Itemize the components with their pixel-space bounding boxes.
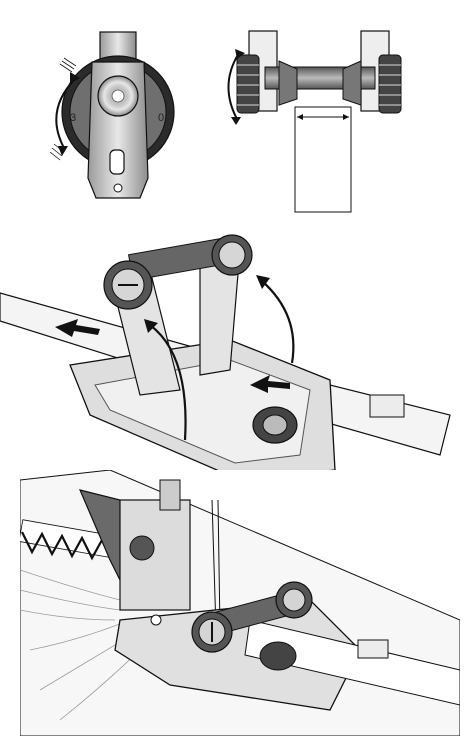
sewing-scene-panel: [20, 470, 460, 736]
foot-tape-feed-illustration: [0, 234, 451, 470]
rotate-arrowhead-up-icon: [70, 72, 80, 84]
dimension-arrow-right-icon: [343, 114, 349, 120]
dial-left-label: 3: [70, 112, 76, 124]
foot-tape-feed-panel: [0, 215, 467, 470]
feed-arrow-left-icon: [250, 375, 290, 393]
dial-right-label: 0: [158, 112, 164, 124]
dial-closeup-panel: 3 0: [40, 20, 180, 210]
tape-strip: [244, 619, 460, 706]
width-adjust-panel: [225, 25, 405, 215]
lift-arrowhead-icon: [144, 319, 158, 333]
rotate-arrowhead-up-icon: [235, 49, 245, 59]
width-adjust-illustration: [227, 30, 402, 213]
rotate-arrowhead-down-icon: [231, 117, 241, 125]
feed-arrow-left-icon: [55, 319, 100, 337]
dial-closeup-illustration: 3 0: [49, 31, 175, 199]
dimension-arrow-left-icon: [297, 114, 303, 120]
lift-arrowhead-icon: [256, 275, 270, 289]
sewing-scene-illustration: [20, 470, 460, 736]
